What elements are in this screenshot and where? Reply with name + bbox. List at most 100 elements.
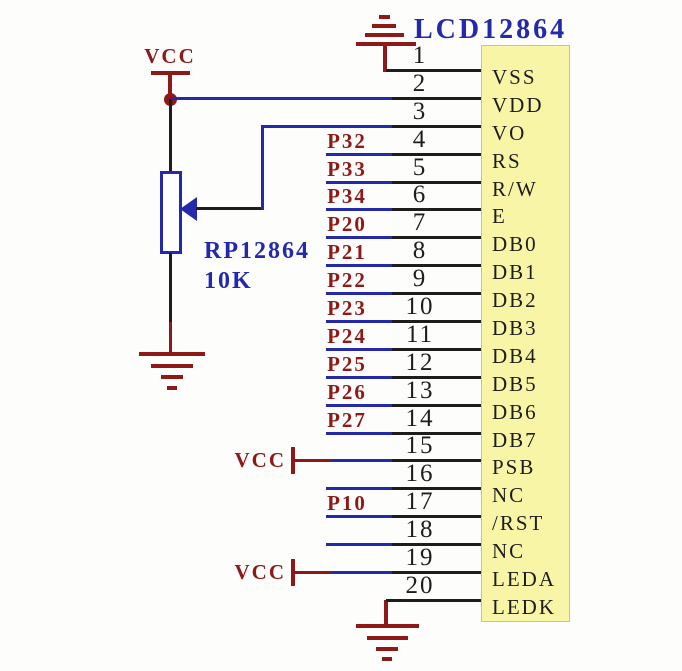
pin-label: DB0 [492, 232, 538, 256]
pin-label: PSB [492, 455, 536, 479]
ground-bar [379, 15, 390, 19]
pin-label: DB4 [492, 344, 538, 368]
net-wire [326, 487, 392, 490]
wiper-wire-horizontal [196, 207, 264, 210]
net-wire [326, 292, 392, 295]
net-wire [326, 181, 392, 184]
potentiometer-value: 10K [204, 268, 253, 294]
net-wire [326, 515, 392, 518]
pin-label: VO [492, 121, 527, 145]
port-label: P26 [327, 380, 367, 404]
pin-wire [391, 487, 481, 490]
pin-wire [391, 459, 481, 462]
pin-number: 16 [405, 460, 435, 487]
vcc-to-pot-wire [169, 99, 172, 173]
ground-bar [365, 33, 404, 37]
ground-bar [376, 647, 398, 651]
pin-wire [391, 320, 481, 323]
pin-number: 12 [405, 349, 435, 376]
pin-wire [391, 543, 481, 546]
pin-label: E [492, 204, 507, 228]
pin-number: 7 [412, 209, 428, 236]
net-wire [326, 153, 392, 156]
net-wire [326, 404, 392, 407]
pin-label: LEDK [492, 595, 556, 619]
potentiometer-designator: RP12864 [204, 238, 310, 264]
pin-wire [391, 348, 481, 351]
ground-bar [167, 386, 177, 390]
pin-number: 20 [405, 572, 435, 599]
vcc-stem [168, 74, 172, 95]
pin-label: DB2 [492, 288, 538, 312]
net-wire [326, 348, 392, 351]
pin-wire [391, 181, 481, 184]
pin-label: VDD [492, 93, 544, 117]
pin-label: NC [492, 483, 526, 507]
pin-wire [386, 599, 481, 602]
net-wire [331, 459, 392, 462]
net-wire [326, 432, 392, 435]
pin-label: NC [492, 539, 526, 563]
pin-wire [391, 515, 481, 518]
pin-number: 15 [405, 432, 435, 459]
pin-number: 9 [412, 265, 428, 292]
pin-label: R/W [492, 177, 538, 201]
net-wire [326, 264, 392, 267]
pin-wire [386, 69, 481, 72]
vcc-bar [151, 71, 190, 75]
pin-number: 5 [412, 154, 428, 181]
pin-number: 3 [412, 98, 428, 125]
vcc-stub-bar [291, 447, 295, 474]
pin-wire [391, 236, 481, 239]
pin-wire [391, 432, 481, 435]
net-wire [171, 97, 392, 100]
ground-bar [151, 364, 193, 368]
net-wire [326, 320, 392, 323]
pin-wire [391, 376, 481, 379]
pin-label: RS [492, 149, 522, 173]
pin-number: 1 [412, 42, 428, 69]
port-label: P34 [327, 184, 367, 208]
port-label: P22 [327, 268, 367, 292]
ground-bar [382, 657, 392, 661]
net-wire [326, 543, 392, 546]
ground-bar [367, 636, 408, 640]
ground-bar [356, 624, 419, 628]
port-label: P24 [327, 324, 367, 348]
pin-number: 2 [412, 70, 428, 97]
pin-label: DB6 [492, 400, 538, 424]
pin-wire [391, 208, 481, 211]
pin-wire [391, 97, 481, 100]
pot-to-ground-wire [169, 253, 172, 323]
pin-label: DB1 [492, 260, 538, 284]
net-wire [326, 236, 392, 239]
ground-stem [384, 600, 388, 626]
port-label: P23 [327, 296, 367, 320]
potentiometer-wiper-icon [180, 197, 197, 221]
pin-label: DB5 [492, 372, 538, 396]
vcc-label: VCC [234, 560, 286, 584]
port-label: P20 [327, 212, 367, 236]
pin-wire [391, 292, 481, 295]
pin-number: 6 [412, 181, 428, 208]
pin-label: DB7 [492, 428, 538, 452]
pin-number: 4 [412, 126, 428, 153]
pin-number: 8 [412, 237, 428, 264]
potentiometer-body [160, 171, 182, 254]
vcc-label: VCC [234, 448, 286, 472]
pin-number: 11 [405, 321, 435, 348]
vcc-label: VCC [144, 44, 196, 68]
ground-bar [161, 375, 183, 379]
net-wire [326, 376, 392, 379]
port-label: P32 [327, 129, 367, 153]
net-wire [261, 125, 392, 128]
port-label: P25 [327, 352, 367, 376]
pot-to-ground-wire-red [169, 322, 172, 353]
pin-number: 17 [405, 488, 435, 515]
pin-label: VSS [492, 65, 537, 89]
vcc-stub-wire [294, 571, 331, 574]
pin-wire [391, 404, 481, 407]
net-wire [331, 571, 392, 574]
vcc-stub-bar [291, 559, 295, 586]
